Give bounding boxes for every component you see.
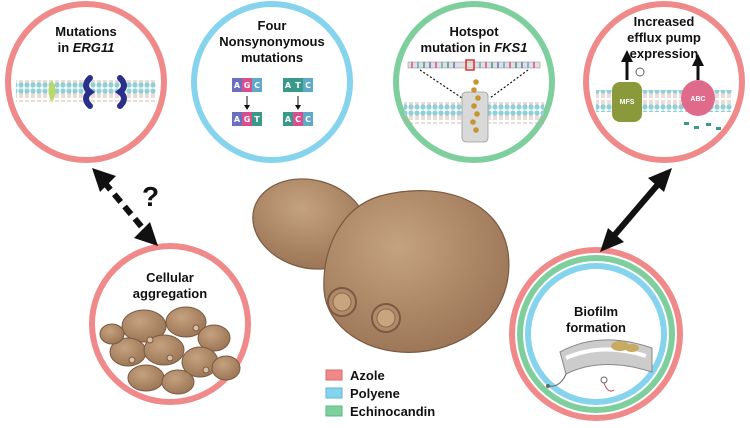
codon-top-left: A G C [232, 78, 262, 92]
erg11-protein-icon [48, 80, 56, 102]
svg-text:C: C [254, 81, 260, 90]
svg-text:G: G [244, 81, 251, 90]
nonsyn-circle: Four Nonsynonymous mutations A G C A G T… [191, 1, 353, 163]
svg-text:A: A [285, 115, 292, 124]
nonsyn-title-line2: Nonsynonymous [219, 34, 324, 49]
dashed-double-arrow [92, 168, 158, 246]
legend-swatch [325, 387, 343, 399]
svg-text:A: A [285, 81, 292, 90]
solid-double-arrow [600, 168, 672, 252]
codon-bottom-right: A C C [283, 112, 313, 126]
fks1-circle: Hotspot mutation in FKS1 [393, 1, 555, 163]
mutant-protein-icon [83, 75, 95, 109]
erg11-circle: Mutations in ERG11 [5, 1, 167, 163]
nonsyn-title-line3: mutations [241, 50, 303, 65]
efflux-title-line1: Increased [634, 14, 695, 29]
erg11-title-line1: Mutations [55, 24, 116, 39]
efflux-title-line2: efflux pump [627, 30, 701, 45]
biofilm-title-line1: Biofilm [574, 304, 618, 319]
glucan-synthase-icon [461, 91, 489, 143]
erg11-title-line2: in ERG11 [58, 40, 115, 55]
svg-text:G: G [244, 115, 251, 124]
biofilm-ring-polyene [525, 263, 667, 405]
hotspot-marker [465, 59, 475, 71]
svg-text:C: C [305, 81, 311, 90]
mutant-protein-icon [115, 75, 127, 109]
yeast-mother-cell [323, 190, 510, 353]
aggregation-title-line2: aggregation [133, 286, 207, 301]
zoom-line-left [419, 69, 463, 99]
biofilm-circle: Biofilm formation [509, 247, 683, 421]
svg-text:T: T [295, 81, 301, 90]
legend-item-azole: Azole [325, 368, 385, 383]
legend: Azole Polyene Echinocandin [325, 368, 435, 419]
legend-label: Azole [350, 368, 385, 383]
yeast-cell-icon [252, 178, 510, 353]
svg-text:C: C [305, 115, 311, 124]
fks1-title-line2: mutation in FKS1 [421, 40, 528, 55]
efflux-title-line3: expression [630, 46, 699, 61]
catheter-icon [546, 339, 653, 392]
legend-swatch [325, 369, 343, 381]
aggregation-title-line1: Cellular [146, 270, 194, 285]
nonsyn-title-line1: Four [258, 18, 287, 33]
svg-text:A: A [234, 81, 241, 90]
yeast-cluster-icon [99, 306, 241, 395]
codon-top-right: A T C [283, 78, 313, 92]
legend-item-polyene: Polyene [325, 386, 400, 401]
fks1-title-line1: Hotspot [449, 24, 499, 39]
legend-label: Polyene [350, 386, 400, 401]
legend-swatch [325, 405, 343, 417]
abc-pump-icon: ABC [681, 54, 715, 116]
aggregation-circle: Cellular aggregation [89, 243, 251, 405]
legend-label: Echinocandin [350, 404, 435, 419]
drug-molecules-icon [684, 122, 721, 130]
legend-item-echinocandin: Echinocandin [325, 404, 435, 419]
svg-text:A: A [234, 115, 241, 124]
glucan-chain-icon [470, 79, 481, 133]
svg-text:MFS: MFS [620, 99, 635, 106]
svg-text:ABC: ABC [690, 96, 705, 103]
efflux-circle: Increased efflux pump expression MFS ABC [583, 1, 745, 163]
mfs-pump-icon: MFS [612, 50, 645, 122]
svg-text:C: C [295, 115, 301, 124]
svg-text:T: T [254, 115, 260, 124]
biofilm-title-line2: formation [566, 320, 626, 335]
codon-bottom-left: A G T [232, 112, 262, 126]
sequence-ticks [411, 62, 535, 68]
question-mark: ? [142, 181, 159, 212]
